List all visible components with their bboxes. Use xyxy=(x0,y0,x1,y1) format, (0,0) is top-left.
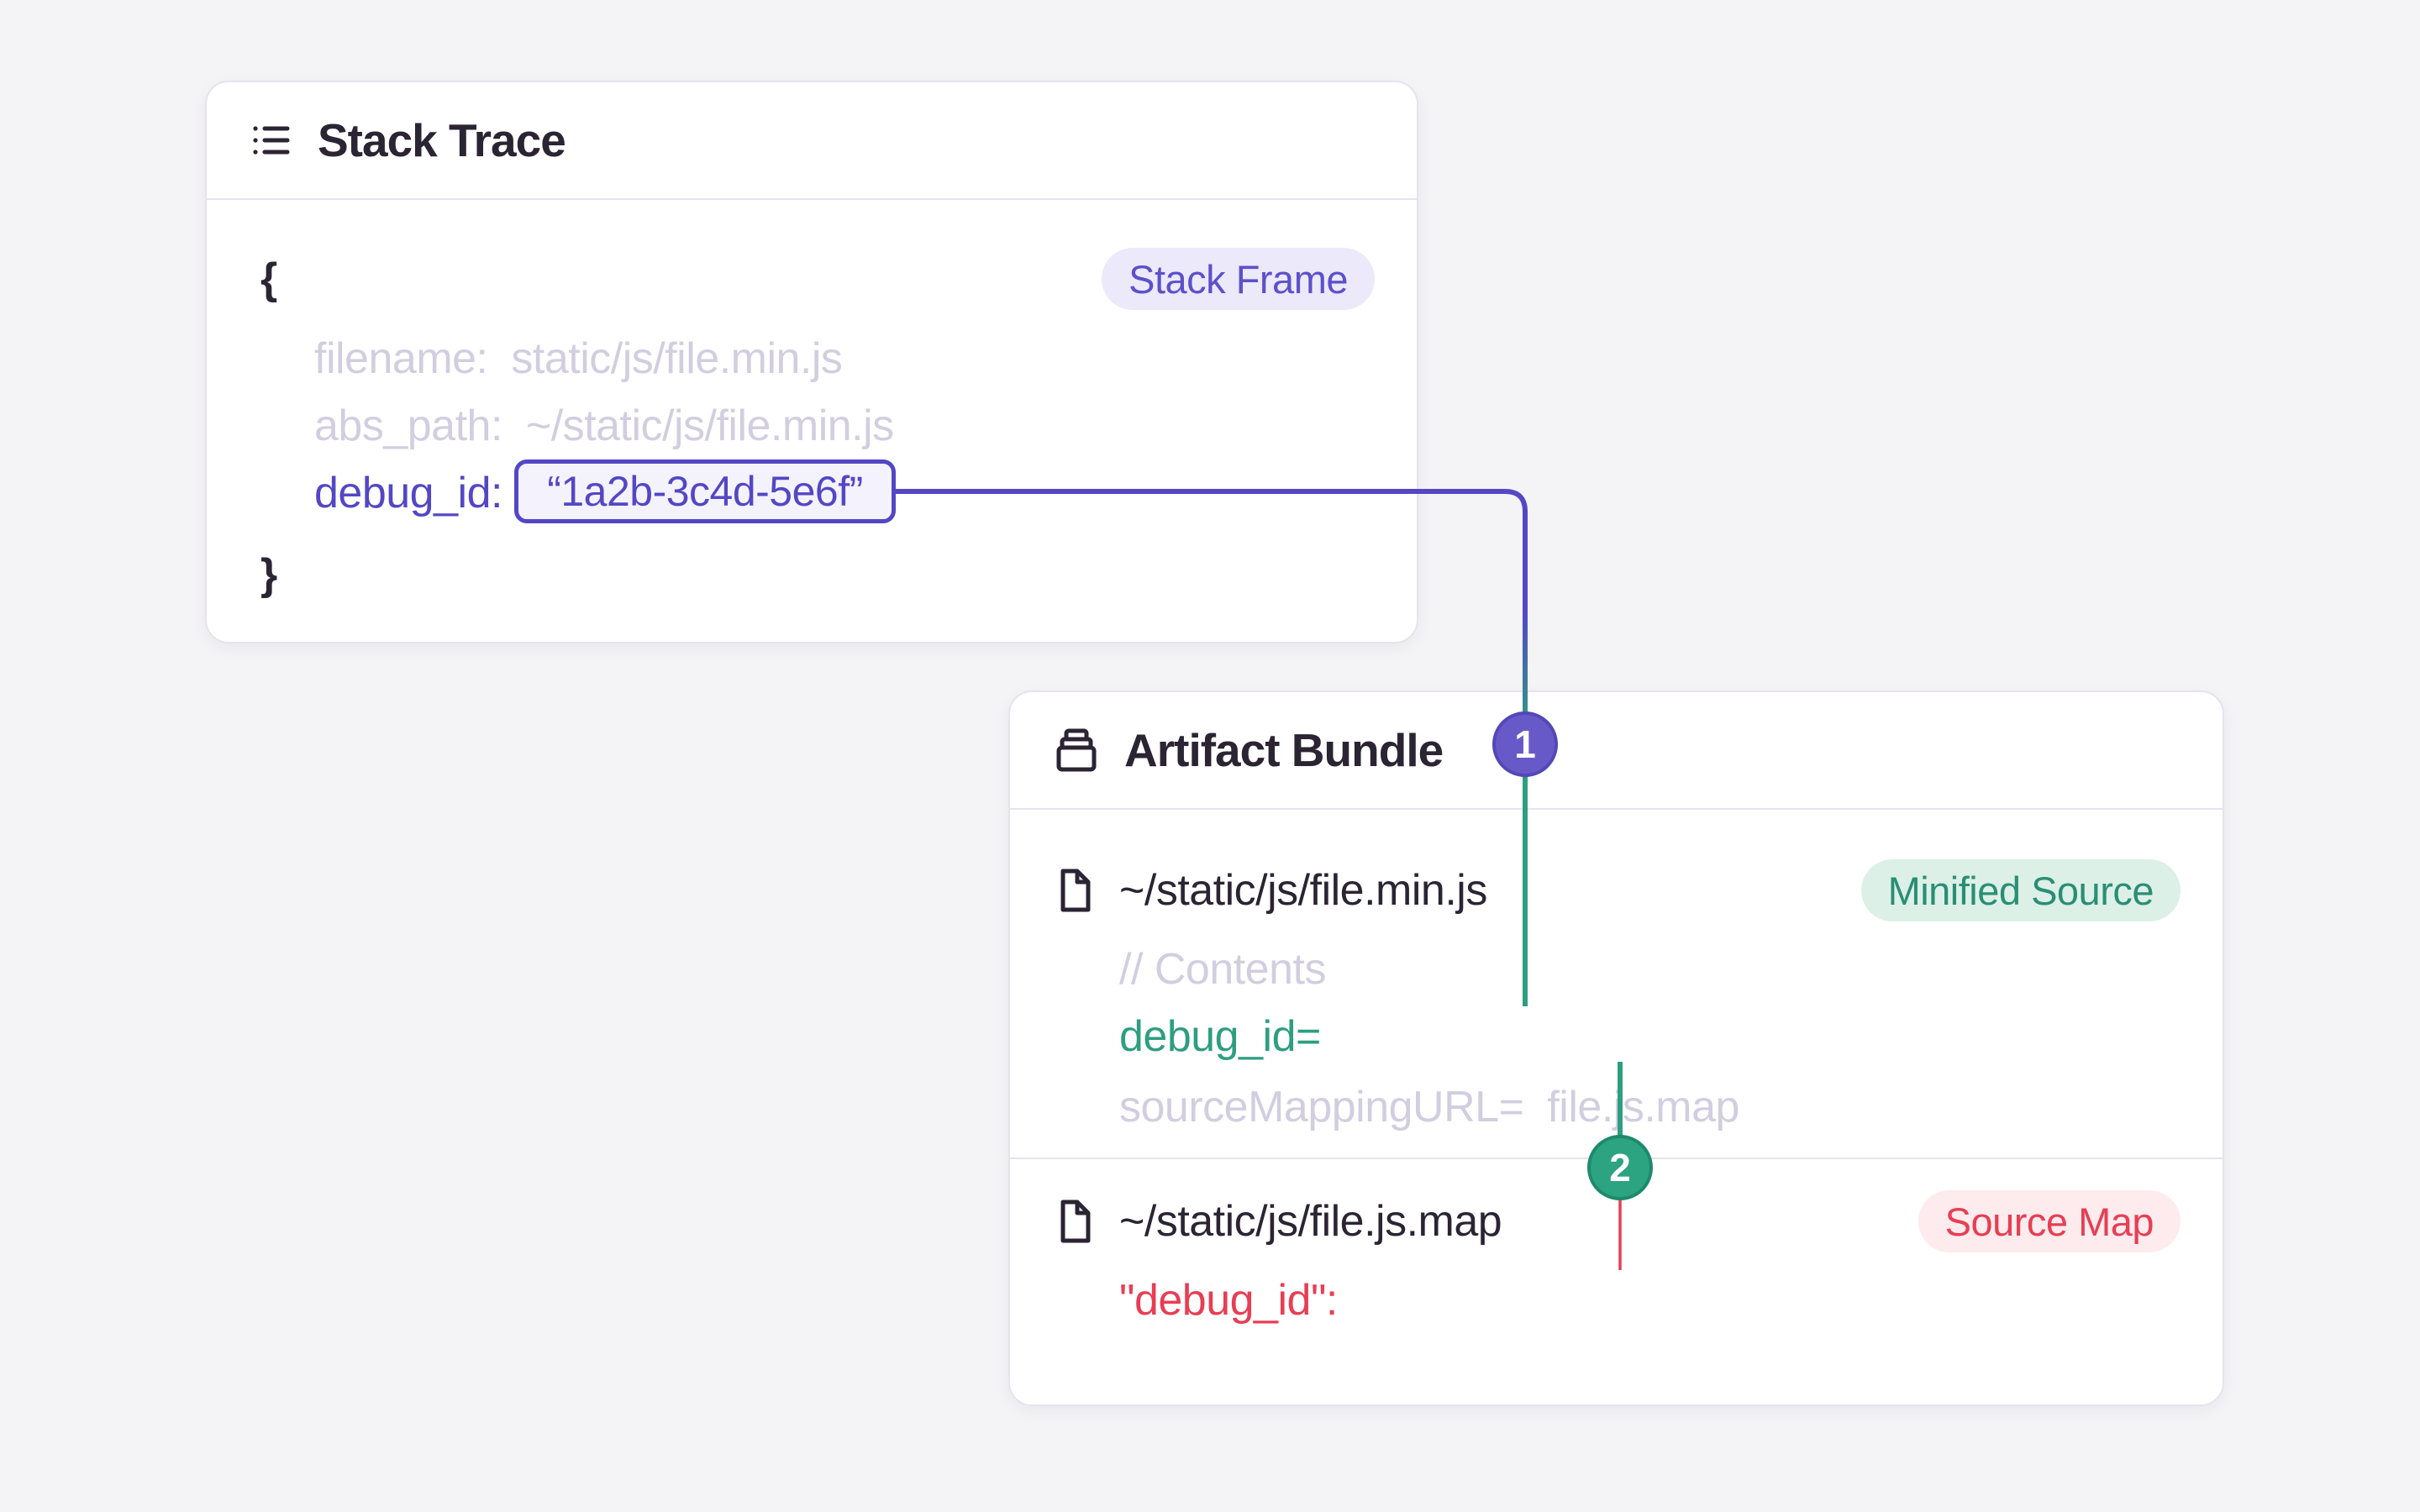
stack-trace-title: Stack Trace xyxy=(318,114,566,166)
artifact-bundle-card: Artifact Bundle ~/static/js/file.min.js … xyxy=(1008,690,2224,1406)
source-mapping-value: file.js.map xyxy=(1547,1083,1739,1131)
artifact-bundle-header: Artifact Bundle xyxy=(1010,692,2223,810)
file-path-sourcemap: ~/static/js/file.js.map xyxy=(1119,1197,1502,1246)
file-icon xyxy=(1057,869,1092,912)
list-icon xyxy=(252,121,291,160)
artifact-bundle-title: Artifact Bundle xyxy=(1124,724,1444,776)
contents-comment: // Contents xyxy=(1119,945,1326,994)
abs-path-value: ~/static/js/file.min.js xyxy=(525,402,894,450)
file-icon xyxy=(1057,1200,1092,1243)
source-mapping-row: sourceMappingURL= file.js.map xyxy=(1119,1082,1739,1132)
source-mapping-label: sourceMappingURL= xyxy=(1119,1083,1524,1131)
debug-id-label: debug_id: xyxy=(314,469,502,517)
brace-close: } xyxy=(260,550,277,599)
abs-path-row: abs_path: ~/static/js/file.min.js xyxy=(314,401,894,451)
debug-id-box-stack-trace: “1a2b-3c4d-5e6f” xyxy=(514,459,896,523)
abs-path-label: abs_path: xyxy=(314,402,502,450)
stack-trace-header: Stack Trace xyxy=(207,82,1417,200)
debug-id-label-minified: debug_id= xyxy=(1119,1012,1321,1061)
minified-source-badge: Minified Source xyxy=(1860,859,2181,921)
filename-label: filename: xyxy=(314,334,488,383)
file-path-minified: ~/static/js/file.min.js xyxy=(1119,866,1487,915)
stack-trace-card: Stack Trace { Stack Frame filename: stat… xyxy=(205,81,1418,643)
step-2-circle: 2 xyxy=(1587,1135,1653,1200)
source-map-badge: Source Map xyxy=(1918,1190,2181,1252)
archive-icon xyxy=(1055,728,1097,772)
debug-id-label-sourcemap: "debug_id": xyxy=(1119,1276,1338,1325)
step-1-circle: 1 xyxy=(1492,711,1558,777)
filename-row: filename: static/js/file.min.js xyxy=(314,333,843,384)
stack-frame-badge: Stack Frame xyxy=(1102,248,1375,310)
filename-value: static/js/file.min.js xyxy=(511,334,843,383)
brace-open: { xyxy=(260,255,277,303)
